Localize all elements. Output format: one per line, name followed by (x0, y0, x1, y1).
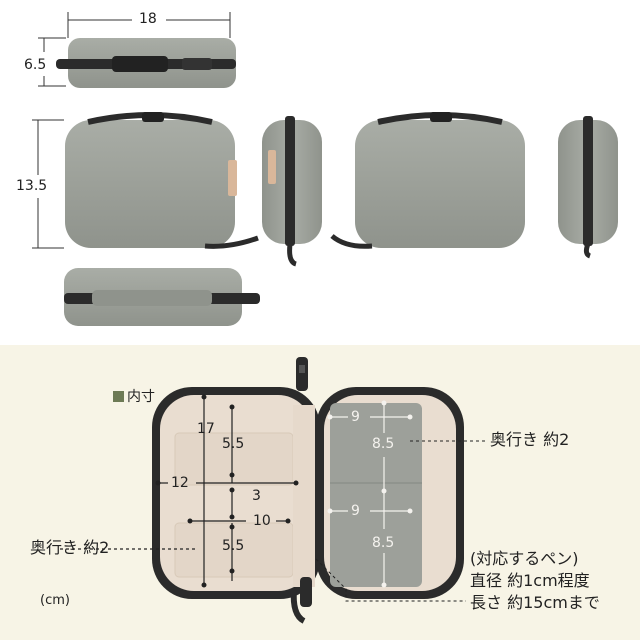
interior-title-text: 内寸 (127, 389, 155, 405)
lower-width-label: 9 (351, 503, 360, 519)
pouch-back-view (330, 112, 525, 249)
zipper-pull-top (296, 357, 308, 391)
pen-diameter: 直径 約1cm程度 (470, 571, 590, 590)
exterior-illustrations (32, 12, 618, 326)
pen-info: (対応するペン) 直径 約1cm程度 長さ 約15cmまで (470, 548, 600, 614)
width-label: 18 (139, 11, 157, 27)
pouch-top-view (56, 38, 236, 88)
depth-dimension-line (38, 37, 66, 87)
upper-width-label: 9 (351, 409, 360, 425)
interior-illustration (60, 357, 486, 624)
lower-height-label: 8.5 (372, 535, 395, 551)
unit-label: (cm) (40, 593, 70, 608)
width-dimension-line (67, 12, 231, 38)
pouch-side-view-right (558, 116, 618, 259)
title-square-icon (113, 390, 124, 402)
zipper-pull-bottom (290, 577, 312, 624)
right-panel (316, 387, 464, 599)
depth-label: 6.5 (24, 57, 47, 73)
right-depth-label: 奥行き 約2 (490, 430, 570, 449)
pen-info-title: (対応するペン) (470, 549, 579, 568)
interior-title: 内寸 (113, 386, 155, 406)
height-label: 13.5 (16, 178, 48, 194)
pocket-width-label: 10 (253, 513, 271, 529)
leader-lines (315, 440, 486, 602)
left-panel-dimension-dots (155, 394, 299, 588)
height-dimension-line (32, 119, 64, 249)
right-panel-dimension-lines (330, 403, 410, 585)
upper-height-label: 8.5 (372, 436, 395, 452)
pouch-bottom-view (64, 268, 260, 326)
upper-pocket-label: 5.5 (222, 436, 245, 452)
right-panel-dimension-dots (327, 400, 413, 588)
lower-pocket-label: 5.5 (222, 538, 245, 554)
left-panel (152, 387, 320, 599)
left-panel-dimension-lines (60, 397, 296, 585)
left-height-label: 17 (197, 421, 215, 437)
left-width-label: 12 (171, 475, 189, 491)
pouch-front-view (65, 112, 259, 249)
pen-length: 長さ 約15cmまで (470, 593, 600, 612)
gap-label: 3 (252, 488, 261, 504)
left-depth-label: 奥行き 約2 (30, 538, 110, 557)
pouch-side-view-left (262, 116, 322, 267)
